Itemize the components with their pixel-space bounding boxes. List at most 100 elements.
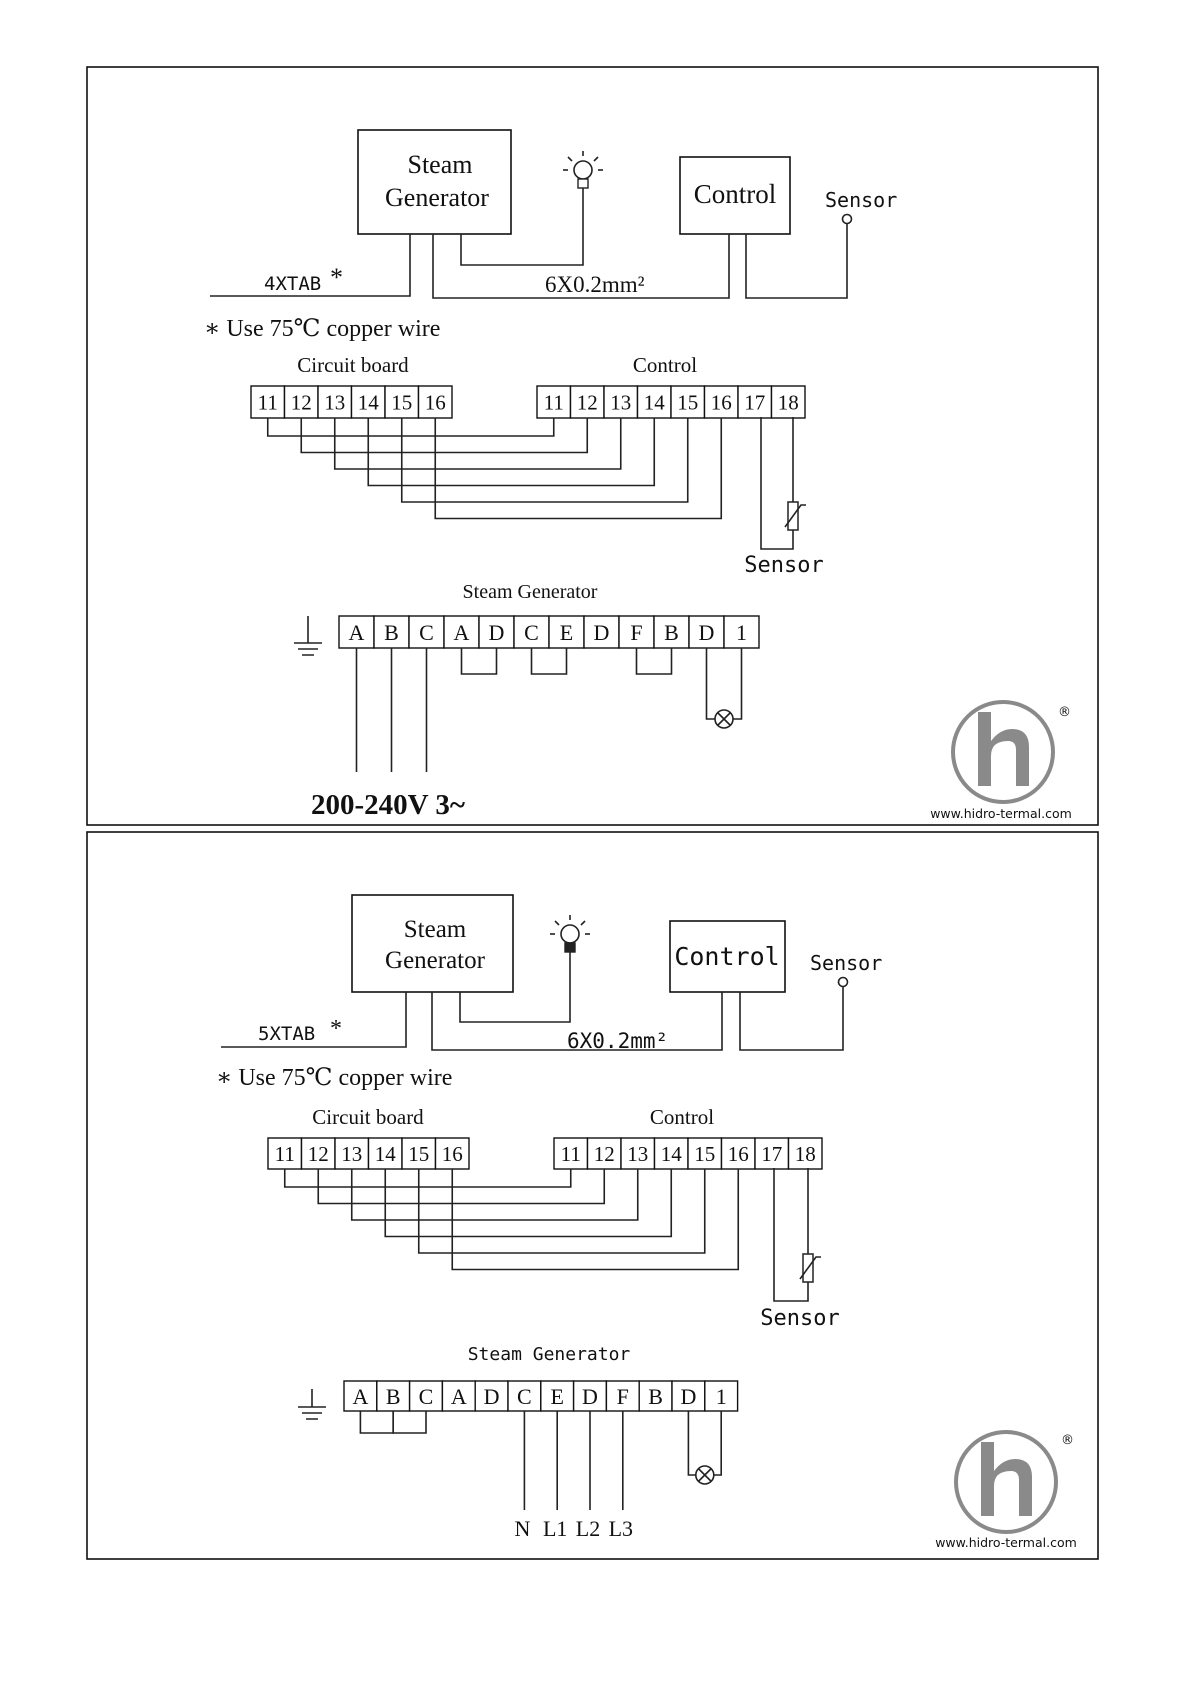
panel-2-website: www.hidro-termal.com [935,1535,1077,1550]
panel-2-sensor-icon [837,976,849,988]
panel-2-control-terminal-label: 15 [694,1142,715,1166]
panel-1-circuit-board-terminal-label: 16 [425,391,446,415]
panel-2-circuit-board-terminal-label: 11 [275,1142,295,1166]
panel-2-control-cell [653,1137,689,1170]
panel-2-control-terminal-label: 16 [728,1142,749,1166]
panel-1-generator-terminal-label: B [664,620,679,645]
panel-2-generator-terminal-label: E [550,1384,563,1409]
panel-1-circuit-board-cell [417,385,453,419]
panel-2-control-box-label: Control [674,942,779,971]
panel-1-circuit-board-terminal-label: 15 [391,391,412,415]
panel-1-control-cell [536,385,572,419]
panel-1-terminal-wire [266,418,555,437]
panel-1-generator-cell [443,615,480,649]
panel-2-wire-spec: 6X0.2mm² [567,1029,668,1053]
panel-2-registered-mark: ® [1061,1433,1074,1448]
panel-2-generator-terminal-label: B [648,1384,663,1409]
panel-2-terminal-wire [384,1169,673,1238]
panel-1-circuit-board-terminal-label: 14 [358,391,380,415]
panel-2-ground-icon [298,1389,326,1420]
panel-1-copper-note: ∗ Use 75℃ copper wire [204,316,440,342]
panel-1-jumper [530,648,568,675]
panel-1-control-label: Control [633,353,697,377]
panel-2-control-box [669,920,786,993]
panel-2-terminal-wire [317,1169,606,1205]
panel-1-control-terminal-label: 16 [711,391,732,415]
panel-2-generator-terminal-label: C [517,1384,532,1409]
panel-1-circuit-board-terminal-label: 11 [258,391,278,415]
panel-2-generator-cell [376,1380,411,1412]
panel-2-frame [86,831,1099,1560]
panel-2-generator-cell [441,1380,476,1412]
panel-2-generator-wiring [359,1411,722,1510]
panel-2-generator-terminal-label: D [484,1384,500,1409]
panel-2-circuit-board-cell [434,1137,470,1170]
panel-2-generator-cell [343,1380,378,1412]
panel-2: Steam Generator Control Sensor 5XTAB * 6… [86,831,1099,1560]
panel-1-generator-terminal-label: C [524,620,539,645]
panel-1-steam-generator-box [357,129,512,235]
panel-1-terminal-wire [400,418,689,503]
panel-1-wire-spec: 6X0.2mm² [545,272,645,297]
panel-2-indicator-lamp-icon [694,1465,715,1485]
panel-1-circuit-board-cell [384,385,420,419]
panel-1-control-terminal-label: 12 [577,391,598,415]
panel-2-generator-terminal-label: B [386,1384,401,1409]
panel-2-generator-cell [704,1380,739,1412]
panel-1-generator-terminal-label: D [489,620,505,645]
panel-1-logo-icon [951,700,1055,804]
panel-2-control-terminal-label: 13 [627,1142,648,1166]
panel-1-control-box-label: Control [694,179,777,209]
panel-2-phase-label: L1 [543,1516,567,1541]
panel-1-circuit-board-terminal-label: 13 [324,391,345,415]
panel-1-lamp-wire [705,648,715,720]
panel-1-control-terminal-label: 11 [544,391,564,415]
panel-1-generator-line-2: Generator [385,183,489,212]
panel-1-ground-icon [294,616,322,656]
panel-2-terminal-wire [451,1169,740,1271]
panel-2-generator-terminal-label: D [680,1384,696,1409]
panel-2-generator-terminal-label: D [582,1384,598,1409]
panel-1-terminal-wire [300,418,589,454]
panel-1-cable-label: 4XTAB [264,273,321,295]
panel-1-generator-cell [513,615,550,649]
panel-1-thermistor-icon [760,417,806,550]
panel-2-generator-cell [408,1380,444,1412]
panel-2-circuit-board-terminal-label: 12 [308,1142,329,1166]
panel-2-generator-cell [671,1380,706,1412]
panel-2-generator-line-1: Steam [404,916,467,943]
panel-1-sensor-icon [841,213,853,225]
panel-1-control-terminal-label: 17 [744,391,765,415]
panel-1-supply-label: 200-240V 3~ [311,789,465,821]
panel-2-circuit-board-terminal-label: 16 [442,1142,463,1166]
panel-1-indicator-lamp-icon [714,709,734,729]
panel-2-circuit-board-terminal-label: 13 [341,1142,362,1166]
panel-1-frame [86,66,1099,826]
panel-1-generator-terminal-label: A [454,620,470,645]
panel-1: Steam Generator Control Sensor 4XTAB * 6… [86,66,1099,826]
panel-2-generator-terminal-label: A [451,1384,467,1409]
panel-2-jumper [392,1411,427,1434]
panel-1-generator-cell [653,615,690,649]
panel-2-logo-icon [954,1430,1058,1534]
panel-1-control-cell [670,385,706,419]
panel-2-thermistor-icon [773,1168,821,1302]
panel-1-generator-terminal-label: A [349,620,365,645]
panel-2-generator-terminal-label: A [352,1384,368,1409]
panel-1-generator-terminal-label: 1 [736,620,747,645]
panel-2-generator-line-2: Generator [385,947,486,974]
panel-1-control-cell [770,385,806,419]
panel-1-control-terminal-label: 14 [644,391,666,415]
panel-2-sensor-label: Sensor [810,951,882,975]
panel-2-circuit-board-label: Circuit board [312,1105,424,1129]
panel-2-cable-star: * [330,1016,342,1042]
panel-1-generator-terminal-label: D [699,620,715,645]
panel-2-control-terminal-label: 12 [594,1142,615,1166]
panel-2-control-cell [787,1137,823,1170]
panel-2-copper-note: ∗ Use 75℃ copper wire [216,1065,452,1091]
panel-1-sensor-label: Sensor [825,188,897,212]
